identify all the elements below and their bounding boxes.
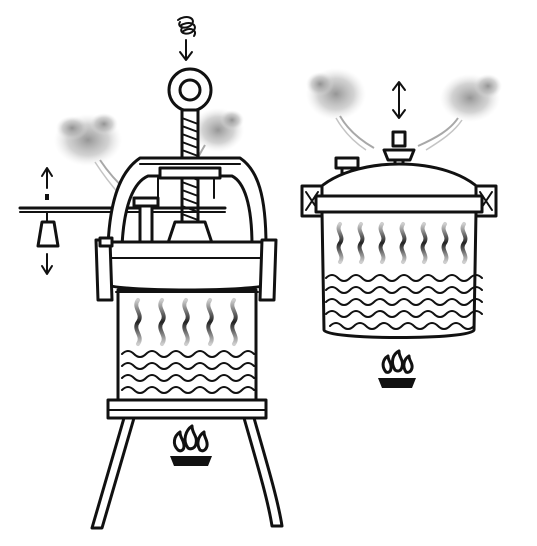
screw-crossbar bbox=[158, 166, 222, 180]
flame-icon bbox=[378, 349, 416, 388]
papin-digester bbox=[18, 16, 284, 530]
heat-waves bbox=[134, 298, 238, 346]
modern-pressure-cooker bbox=[300, 68, 502, 388]
up-down-arrow-icon bbox=[392, 81, 406, 119]
hanging-weight bbox=[36, 211, 60, 248]
frame-posts bbox=[157, 177, 215, 201]
steam-icon bbox=[306, 68, 375, 151]
water-lines bbox=[325, 274, 483, 330]
water-lines bbox=[121, 350, 255, 394]
digester-legs bbox=[90, 416, 284, 530]
cooker-rim bbox=[314, 194, 484, 214]
flame-icon bbox=[170, 424, 212, 466]
weight-down-arrow-icon bbox=[41, 253, 53, 275]
digester-lid bbox=[94, 236, 278, 302]
cooker-lid bbox=[310, 162, 488, 198]
heat-waves bbox=[336, 222, 468, 264]
weight-up-arrow-icon bbox=[41, 167, 53, 200]
screw-eye-ring bbox=[167, 67, 213, 113]
steam-icon bbox=[417, 74, 502, 151]
screw-arrow-icon bbox=[177, 16, 196, 61]
steam-icon bbox=[54, 113, 129, 196]
digester-base-band bbox=[106, 398, 268, 420]
